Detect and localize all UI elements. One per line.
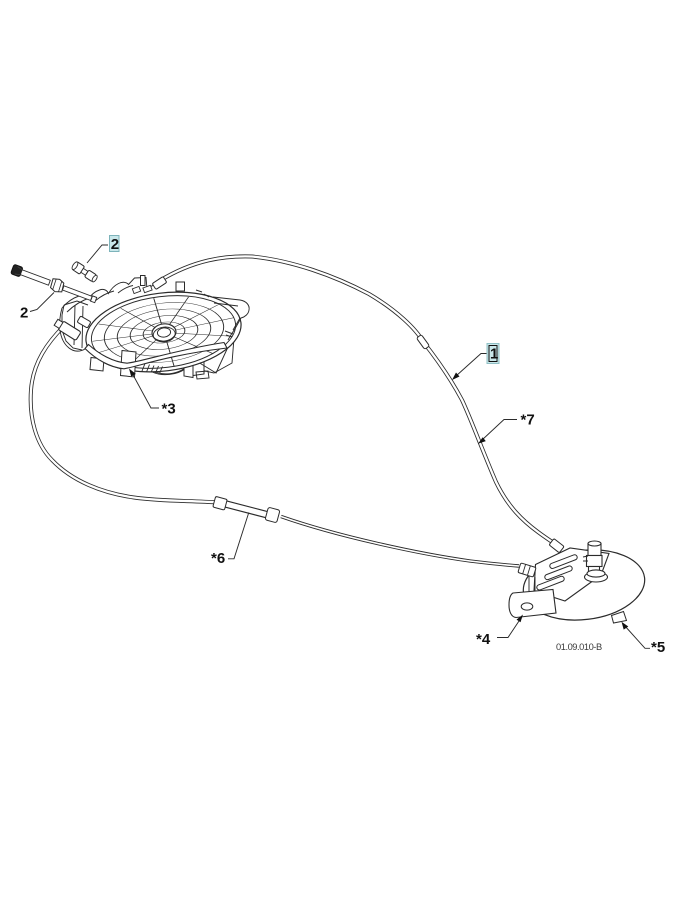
svg-text:01.09.010-B: 01.09.010-B bbox=[556, 642, 602, 652]
svg-text:1: 1 bbox=[490, 346, 498, 363]
svg-text:2: 2 bbox=[20, 305, 28, 322]
svg-text:2: 2 bbox=[111, 236, 119, 253]
svg-text:*6: *6 bbox=[211, 550, 225, 567]
svg-text:*5: *5 bbox=[651, 639, 665, 656]
svg-text:*3: *3 bbox=[162, 401, 176, 418]
svg-text:*4: *4 bbox=[476, 631, 491, 648]
svg-text:*7: *7 bbox=[521, 412, 535, 429]
